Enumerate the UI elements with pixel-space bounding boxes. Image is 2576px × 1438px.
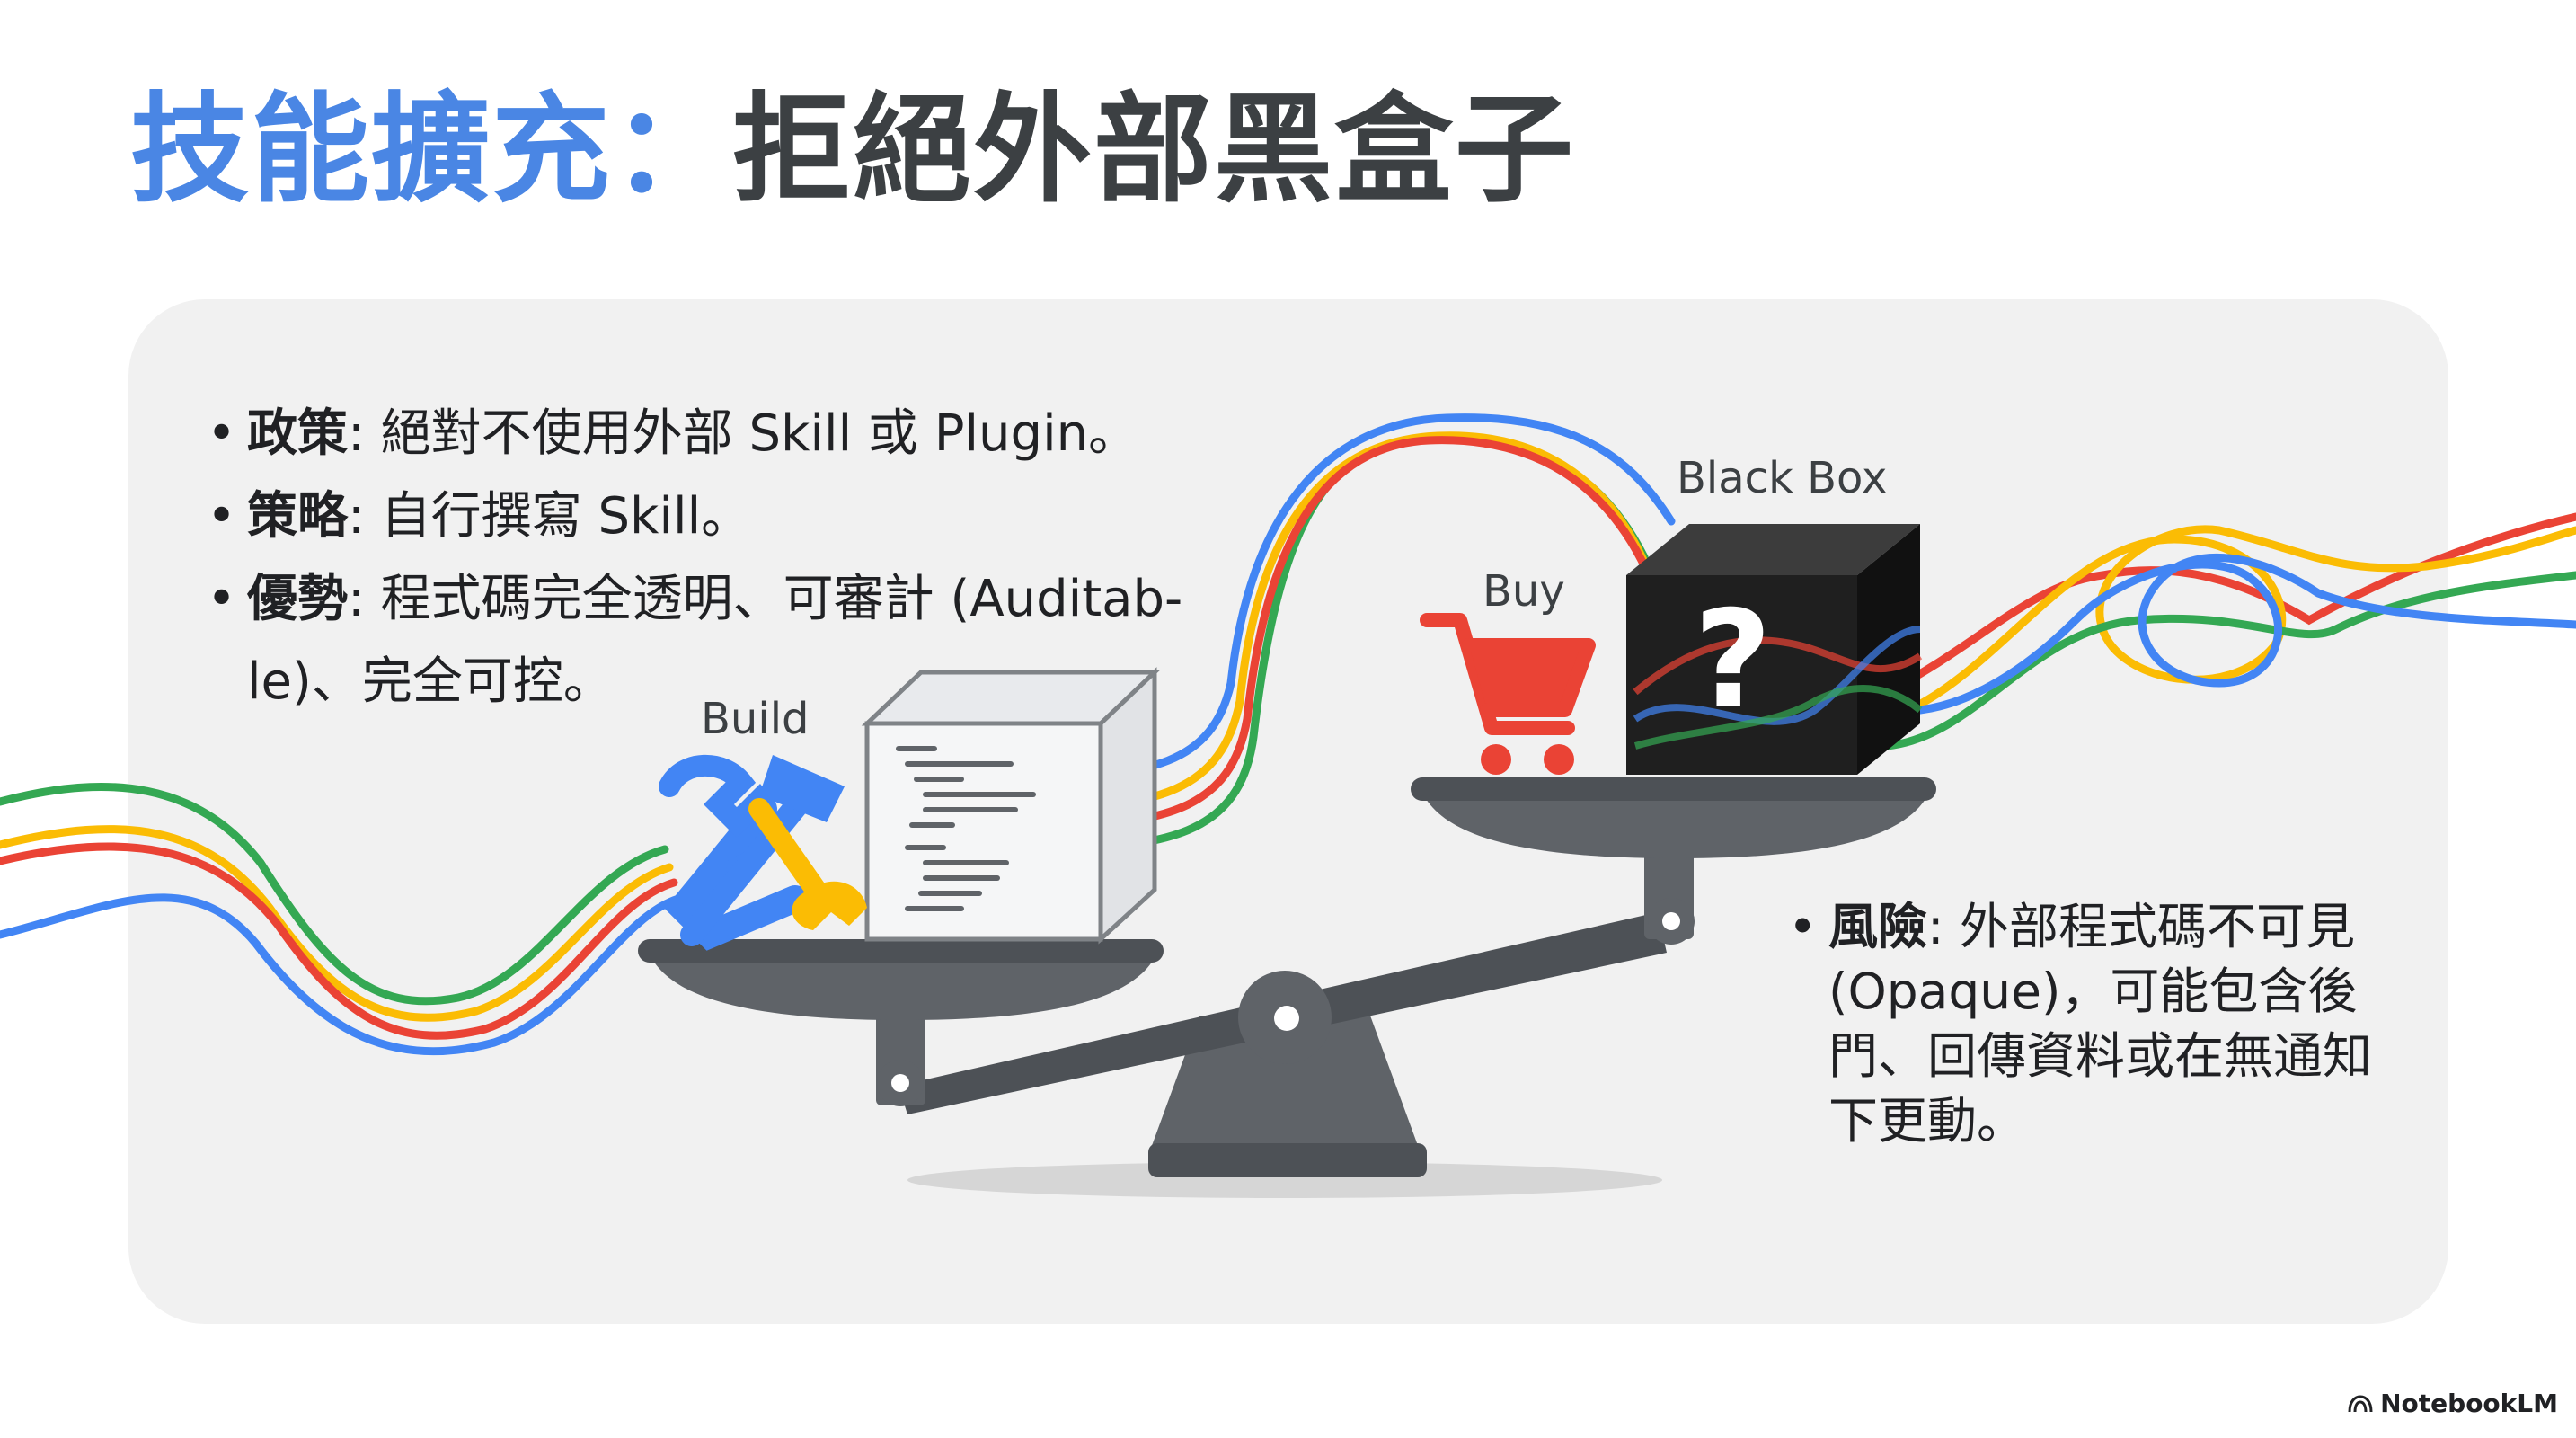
bullet-strategy: 策略: 自行撰寫 Skill。 xyxy=(207,475,1186,558)
ground-shadow xyxy=(907,1162,1662,1198)
bullet-text: : 絕對不使用外部 Skill 或 Plugin。 xyxy=(348,404,1139,463)
bullet-policy: 政策: 絕對不使用外部 Skill 或 Plugin。 xyxy=(207,393,1186,475)
bullet-label: 政策 xyxy=(247,404,348,463)
bullet-label: 風險 xyxy=(1828,898,1928,955)
bullet-advantage: 優勢: 程式碼完全透明、可審計 (Auditab-le)、完全可控。 xyxy=(207,558,1186,723)
cart-wheels xyxy=(1481,744,1574,775)
title-main: 拒絕外部黑盒子 xyxy=(732,81,1575,219)
brand-name: NotebookLM xyxy=(2380,1389,2558,1418)
bullet-label: 優勢 xyxy=(247,570,348,628)
ribbons-right xyxy=(1882,512,2576,750)
ribbons-left xyxy=(0,782,683,1056)
left-bullet-list: 政策: 絕對不使用外部 Skill 或 Plugin。 策略: 自行撰寫 Ski… xyxy=(207,393,1186,723)
black-box-question-mark: ? xyxy=(1694,582,1773,739)
bullet-text: : 程式碼完全透明、可審計 (Auditab-le)、完全可控。 xyxy=(247,570,1183,711)
bullet-label: 策略 xyxy=(247,487,348,546)
bullet-text: : 外部程式碼不可見 (Opaque)，可能包含後門、回傳資料或在無通知下更動。 xyxy=(1828,898,2373,1150)
page-title: 技能擴充：拒絕外部黑盒子 xyxy=(130,79,1575,221)
notebooklm-logo-icon xyxy=(2348,1394,2373,1412)
balance-scale-icon xyxy=(638,777,1936,1177)
bullet-text: : 自行撰寫 Skill。 xyxy=(348,487,752,546)
black-box-icon xyxy=(1626,524,1923,775)
tools-icon xyxy=(659,754,867,951)
brand-mark: NotebookLM xyxy=(2348,1389,2558,1418)
right-bullet-list: 風險: 外部程式碼不可見 (Opaque)，可能包含後門、回傳資料或在無通知下更… xyxy=(1788,894,2417,1153)
title-accent: 技能擴充： xyxy=(130,81,732,219)
shopping-cart-icon xyxy=(1420,613,1596,735)
buy-label: Buy xyxy=(1483,566,1565,617)
black-box-label: Black Box xyxy=(1677,453,1888,503)
bullet-risk: 風險: 外部程式碼不可見 (Opaque)，可能包含後門、回傳資料或在無通知下更… xyxy=(1788,894,2417,1153)
